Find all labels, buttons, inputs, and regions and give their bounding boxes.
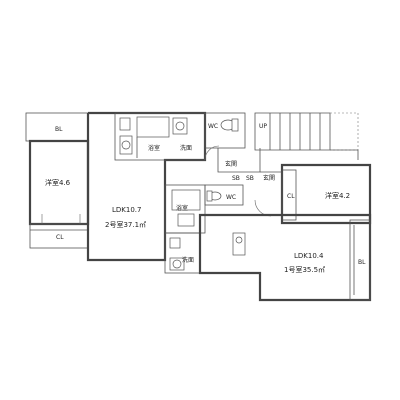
balcony-right — [349, 219, 371, 301]
unit-2 — [25, 111, 261, 262]
washbasin-1 — [169, 237, 181, 249]
western-room-label-2: 洋室4.6 — [45, 178, 71, 187]
bathtub-2 — [136, 116, 170, 138]
washbasin-2 — [119, 117, 131, 131]
washer-drum-1 — [172, 259, 182, 269]
entrance-2-door-swing — [204, 145, 220, 161]
wc-label-1: WC — [226, 194, 236, 201]
entrance-label-2: 玄関 — [225, 160, 237, 168]
western-room-2-door — [41, 214, 81, 224]
stair-landing — [329, 112, 359, 151]
ldk-label-2: LDK10.7 — [112, 206, 141, 214]
stairs-label: UP — [259, 123, 267, 130]
kitchen-1 — [232, 232, 246, 256]
entrance-1-door-swing — [254, 199, 272, 217]
washer-drum-2 — [121, 140, 131, 150]
bath-label-2: 浴室 — [148, 144, 160, 152]
closet-label-1: CL — [287, 193, 295, 200]
stair-outline — [254, 112, 331, 151]
entrance-label-1: 玄関 — [263, 174, 275, 182]
western-room-label-1: 洋室4.2 — [325, 191, 350, 200]
bath-label-1: 浴室 — [176, 204, 188, 212]
wc-room-2 — [204, 112, 246, 149]
toilet-tank-1 — [206, 190, 213, 202]
closet-label-2: CL — [56, 234, 64, 241]
unit-1 — [164, 163, 372, 302]
bath-tray-1 — [177, 213, 195, 227]
shoe-box-label-1: SB — [232, 175, 240, 182]
unit-area-label-1: 1号室35.5㎡ — [284, 265, 325, 274]
ldk-1-wall — [198, 213, 372, 302]
washroom-label-2: 洗面 — [180, 144, 192, 152]
unit-area-label-2: 2号室37.1㎡ — [105, 220, 146, 229]
shoe-box-label-2: SB — [246, 175, 254, 182]
entrance-2 — [217, 148, 261, 173]
wc-room-1 — [204, 184, 244, 206]
stair-steps — [269, 113, 321, 150]
balcony-label-1: BL — [358, 259, 366, 266]
kitchen-sink-1 — [235, 236, 243, 244]
stair-rail — [330, 149, 359, 160]
washroom-label-1: 洗面 — [182, 256, 194, 264]
stair-hall — [254, 112, 359, 160]
toilet-tank-2 — [231, 118, 239, 132]
vanity-sink-2 — [175, 121, 185, 131]
ldk-label-1: LDK10.4 — [294, 252, 324, 260]
balcony-label-2: BL — [55, 126, 63, 133]
wc-label-2: WC — [208, 123, 218, 130]
bathtub-1 — [171, 189, 201, 211]
